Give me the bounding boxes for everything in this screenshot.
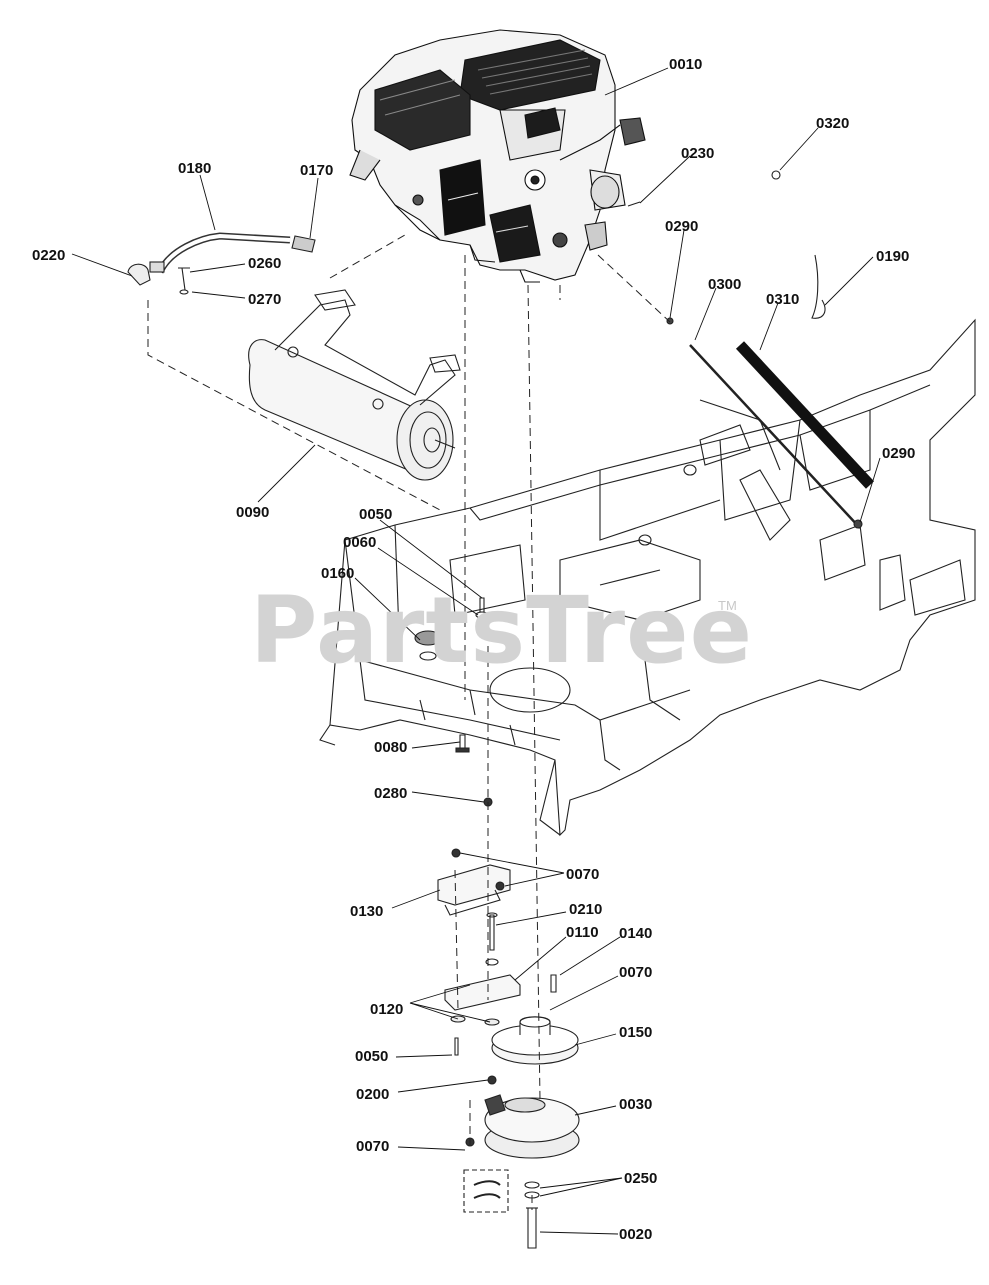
callout-0050-upper[interactable]: 0050 xyxy=(359,506,393,523)
callout-0110[interactable]: 0110 xyxy=(566,924,599,941)
watermark-trademark: TM xyxy=(718,598,737,613)
callout-0260[interactable]: 0260 xyxy=(248,255,282,272)
callout-0270[interactable]: 0270 xyxy=(248,291,282,308)
callout-0060[interactable]: 0060 xyxy=(343,534,377,551)
callout-0250[interactable]: 0250 xyxy=(624,1170,658,1187)
callout-0150[interactable]: 0150 xyxy=(619,1024,653,1041)
callout-0160[interactable]: 0160 xyxy=(321,565,355,582)
fuel-line xyxy=(127,232,316,295)
callout-0180[interactable]: 0180 xyxy=(178,160,212,177)
watermark-text: PartsTree xyxy=(250,577,753,684)
callout-0230[interactable]: 0230 xyxy=(681,145,715,162)
callout-0170[interactable]: 0170 xyxy=(300,162,334,179)
callout-0070-lower[interactable]: 0070 xyxy=(356,1138,390,1155)
callout-0030[interactable]: 0030 xyxy=(619,1096,653,1113)
callout-0010[interactable]: 0010 xyxy=(669,56,703,73)
callout-0070-upper[interactable]: 0070 xyxy=(566,866,600,883)
callout-0310[interactable]: 0310 xyxy=(766,291,800,308)
callout-0280[interactable]: 0280 xyxy=(374,785,408,802)
callout-0210[interactable]: 0210 xyxy=(569,901,603,918)
callout-0140[interactable]: 0140 xyxy=(619,925,653,942)
callout-0220[interactable]: 0220 xyxy=(32,247,66,264)
leader-lines xyxy=(71,67,881,1235)
clutch-assembly xyxy=(414,597,580,1249)
alignment-lines xyxy=(147,234,671,1210)
callout-0120[interactable]: 0120 xyxy=(370,1001,404,1018)
callout-0050-lower[interactable]: 0050 xyxy=(355,1048,389,1065)
callout-0200[interactable]: 0200 xyxy=(356,1086,390,1103)
callout-0290-lower[interactable]: 0290 xyxy=(882,445,916,462)
callout-0190[interactable]: 0190 xyxy=(876,248,910,265)
callout-0090[interactable]: 0090 xyxy=(236,504,270,521)
callout-0290-upper[interactable]: 0290 xyxy=(665,218,699,235)
callout-0070-middle[interactable]: 0070 xyxy=(619,964,653,981)
callout-0080[interactable]: 0080 xyxy=(374,739,408,756)
callout-0300[interactable]: 0300 xyxy=(708,276,742,293)
callout-0020[interactable]: 0020 xyxy=(619,1226,653,1243)
muffler xyxy=(248,289,461,481)
rods xyxy=(627,170,875,529)
callout-0130[interactable]: 0130 xyxy=(350,903,384,920)
engine xyxy=(349,29,646,283)
callout-0320[interactable]: 0320 xyxy=(816,115,850,132)
